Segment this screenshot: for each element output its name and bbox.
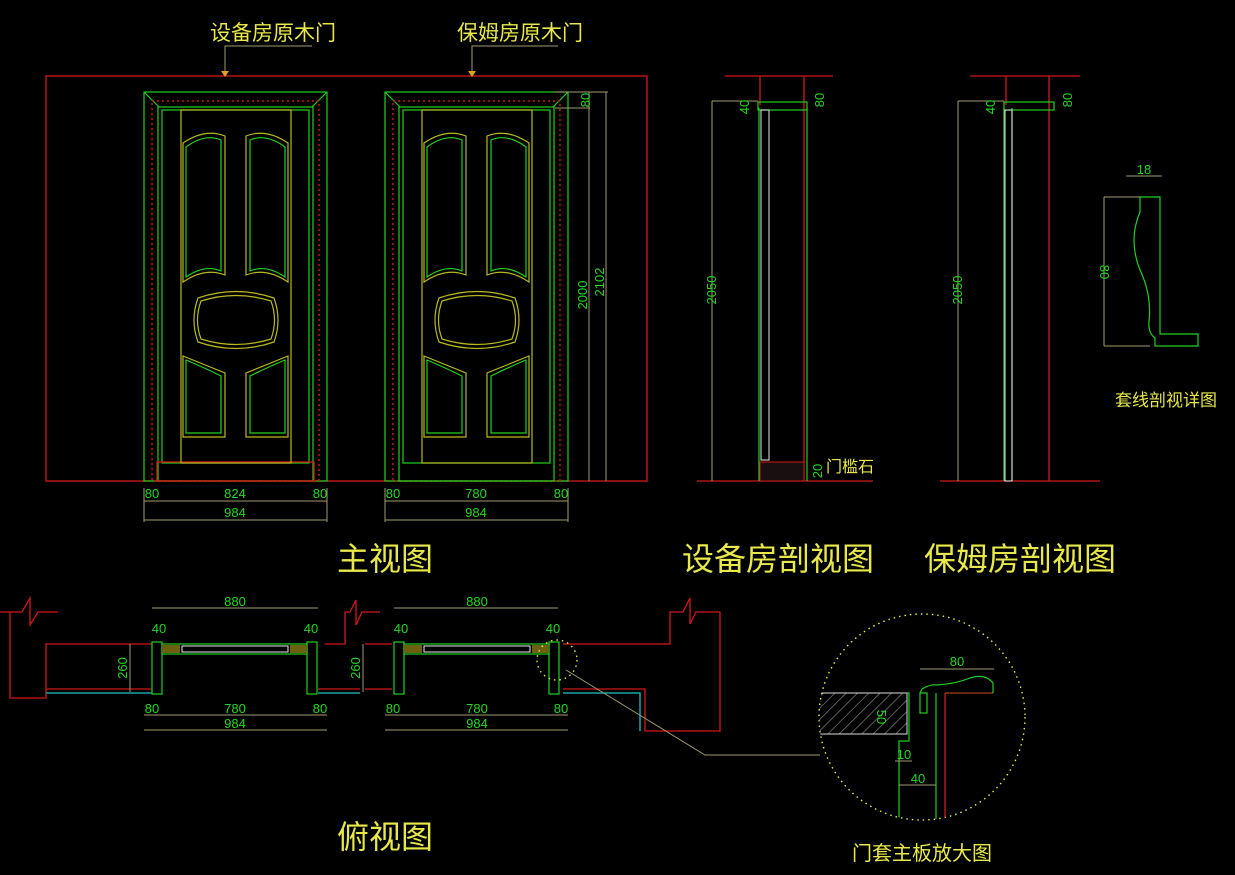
detail-leader: [565, 669, 820, 756]
dim-section-b-jamb: 40: [983, 100, 998, 114]
top-view: 880 40 40 260 80 780 80 984 880 40 40 26…: [0, 594, 820, 856]
front-height-dims: 80 2000 2102: [555, 91, 608, 481]
dim-plan-a-jamb-l: 40: [152, 621, 166, 636]
threshold-stone: [759, 461, 805, 482]
section-b-title: 保姆房剖视图: [924, 540, 1116, 578]
dim-plan-b-total: 984: [466, 716, 488, 731]
top-view-title: 俯视图: [337, 818, 433, 856]
detail-marker: [536, 639, 578, 681]
molding-detail-title: 套线剖视详图: [1115, 391, 1217, 411]
door-a-width-dims: 80 824 80 984: [143, 486, 328, 522]
section-a-title: 设备房剖视图: [682, 540, 874, 578]
dim-a-trim-left: 80: [145, 486, 159, 501]
arrow-icon: [468, 71, 476, 77]
door-b-callout: 保姆房原木门: [457, 21, 583, 45]
arrow-icon: [221, 71, 229, 77]
dim-plan-a-jamb-r: 40: [304, 621, 318, 636]
dim-threshold-height: 20: [810, 464, 825, 478]
door-a-elevation: [143, 91, 328, 482]
door-a-leader: [224, 45, 312, 76]
section-a: 2050 40 80 20 门槛石 设备房剖视图: [682, 75, 874, 578]
dim-a-trim-right: 80: [313, 486, 327, 501]
dim-plan-b-trim-r: 80: [554, 701, 568, 716]
front-view-title: 主视图: [337, 540, 433, 578]
dim-plan-b-jamb-r: 40: [546, 621, 560, 636]
dim-a-opening: 824: [224, 486, 246, 501]
dim-b-trim-right: 80: [554, 486, 568, 501]
dim-section-a-trim: 80: [812, 93, 827, 107]
dim-detail-wall: 50: [874, 710, 889, 724]
dim-plan-b-outer: 880: [466, 594, 488, 609]
dim-b-total: 984: [465, 505, 487, 520]
dim-section-b-trim: 80: [1060, 93, 1075, 107]
dim-section-b-height: 2050: [950, 276, 965, 305]
dim-plan-b-leaf: 780: [466, 701, 488, 716]
section-b: 2050 40 80 保姆房剖视图: [924, 75, 1116, 578]
door-b-elevation: [384, 91, 569, 482]
dim-detail-gap: 10: [897, 747, 911, 762]
dim-trim-height: 80: [578, 93, 593, 107]
dim-plan-b-depth: 260: [348, 657, 363, 679]
dim-plan-a-trim-l: 80: [145, 701, 159, 716]
dim-b-trim-left: 80: [386, 486, 400, 501]
enlarged-detail-title: 门套主板放大图: [852, 841, 992, 865]
dim-plan-b-jamb-l: 40: [394, 621, 408, 636]
enlarged-detail: 80 50 10 40 门套主板放大图: [818, 613, 1026, 865]
wall-outline: [45, 75, 648, 482]
dim-plan-a-depth: 260: [115, 657, 130, 679]
dim-section-a-height: 2050: [704, 276, 719, 305]
door-b-plan: 880 40 40 260 80 780 80 984: [348, 594, 578, 731]
door-b-leader: [471, 45, 558, 76]
dim-section-a-jamb: 40: [737, 100, 752, 114]
dim-a-total: 984: [224, 505, 246, 520]
dim-plan-a-trim-r: 80: [313, 701, 327, 716]
dim-molding-width: 18: [1137, 162, 1151, 177]
molding-detail: 18 80 套线剖视详图: [1097, 162, 1217, 411]
dim-detail-trim: 80: [950, 654, 964, 669]
dim-plan-a-leaf: 780: [224, 701, 246, 716]
dim-b-opening: 780: [465, 486, 487, 501]
dim-molding-height: 80: [1097, 265, 1112, 279]
door-b-width-dims: 80 780 80 984: [384, 486, 569, 522]
front-view: 设备房原木门 保姆房原木门: [45, 21, 648, 578]
dim-detail-jamb: 40: [911, 771, 925, 786]
dim-plan-b-trim-l: 80: [386, 701, 400, 716]
door-a-plan: 880 40 40 260 80 780 80 984: [115, 594, 327, 731]
dim-plan-a-total: 984: [224, 716, 246, 731]
dim-opening-height: 2000: [575, 281, 590, 310]
dim-total-height: 2102: [592, 268, 607, 297]
door-a-callout: 设备房原木门: [210, 21, 336, 45]
dim-plan-a-outer: 880: [224, 594, 246, 609]
threshold-label: 门槛石: [826, 457, 874, 476]
